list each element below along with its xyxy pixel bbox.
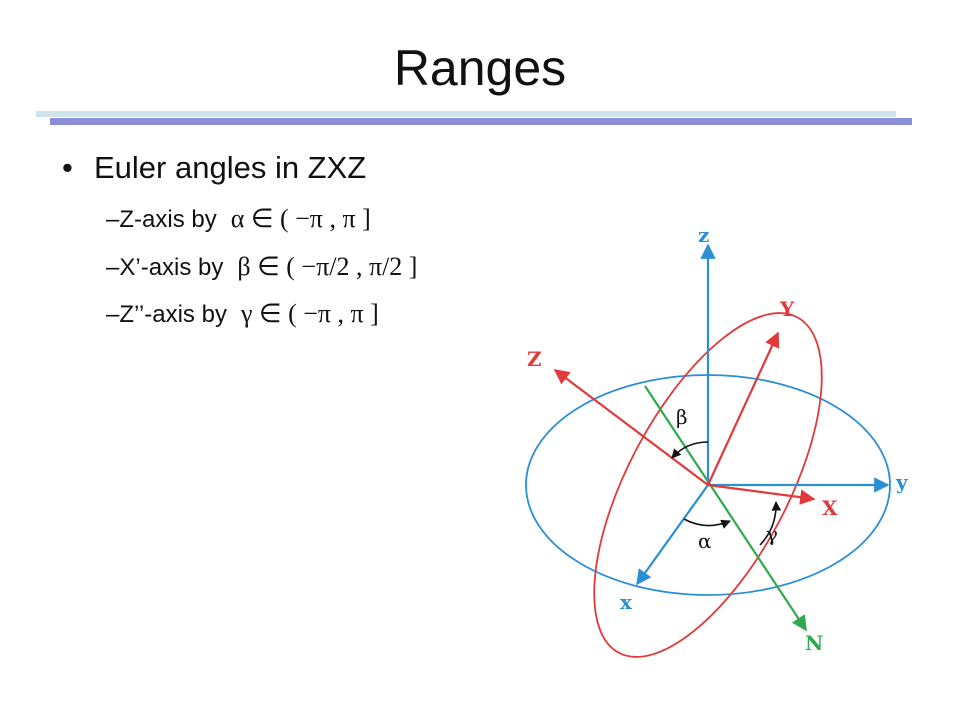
sub-item-z-double-prime-axis: –Z’’-axis by γ ∈ ( −π , π ] — [106, 298, 379, 331]
label-z: z — [698, 223, 709, 247]
label-Y: Y — [779, 297, 795, 321]
title-rule-light — [36, 111, 896, 117]
sub-item-x-prime-axis: –X’-axis by β ∈ ( −π/2 , π/2 ] — [106, 251, 417, 284]
slide-title: Ranges — [393, 40, 567, 96]
sub-item-range: γ ∈ ( −π , π ] — [240, 299, 379, 328]
label-Z: Z — [527, 347, 542, 371]
sub-item-dash: – — [106, 301, 120, 328]
gamma-arc — [759, 501, 782, 546]
x-axis-arrow — [636, 484, 709, 586]
label-beta: β — [676, 405, 688, 429]
sub-item-range: α ∈ ( −π , π ] — [230, 204, 371, 233]
sub-item-dash: – — [106, 206, 120, 233]
label-x: x — [620, 590, 633, 614]
sub-item-z-axis: –Z-axis by α ∈ ( −π , π ] — [106, 203, 371, 236]
sub-item-label: Z-axis by — [119, 206, 217, 233]
sub-item-range: β ∈ ( −π/2 , π/2 ] — [237, 252, 418, 281]
label-alpha: α — [698, 529, 712, 553]
label-N: N — [805, 631, 823, 655]
sub-item-dash: – — [106, 254, 120, 281]
bullet-euler-angles: • Euler angles in ZXZ — [62, 148, 366, 188]
bullet-text: Euler angles in ZXZ — [94, 150, 367, 185]
bullet-mark: • — [62, 150, 73, 185]
label-y: y — [895, 470, 909, 494]
Y-axis-arrow — [707, 331, 780, 486]
title-rule-dark — [50, 118, 912, 125]
beta-arc — [671, 441, 709, 459]
X-axis-arrow — [707, 483, 816, 505]
sub-item-label: Z’’-axis by — [119, 301, 227, 328]
alpha-arc — [683, 518, 731, 529]
Z-axis-arrow — [553, 369, 709, 486]
line-of-nodes — [644, 385, 807, 632]
euler-angles-diagram: z y x Z Y X N β α γ — [525, 223, 909, 658]
rotated-plane-ellipse — [593, 312, 823, 658]
sub-item-label: X’-axis by — [119, 254, 224, 281]
label-X: X — [822, 496, 838, 520]
label-gamma: γ — [766, 522, 778, 546]
